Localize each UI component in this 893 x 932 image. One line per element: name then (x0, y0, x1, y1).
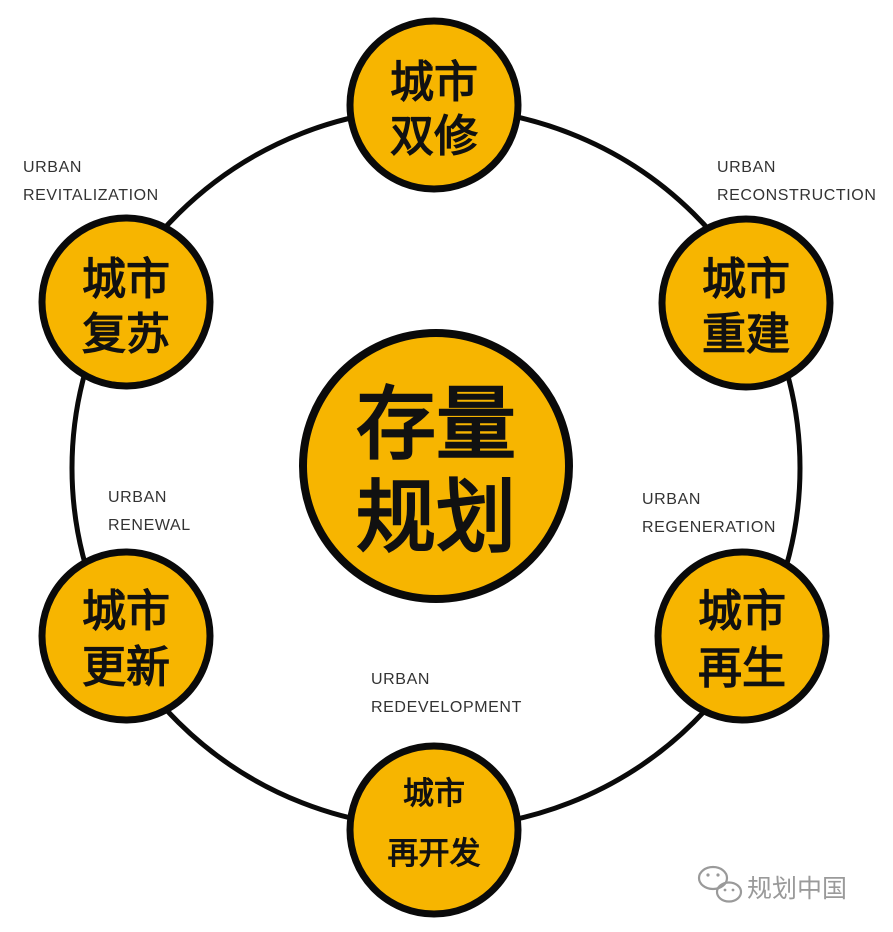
label-revitalization: URBAN REVITALIZATION (23, 159, 159, 204)
node-upper-right-line2: 重建 (702, 309, 790, 360)
center-title-line1: 存量 (356, 378, 516, 471)
node-top-circle (346, 17, 522, 193)
node-bottom: 城市 再开发 (346, 742, 522, 918)
node-upper-left-line2: 复苏 (82, 309, 170, 360)
node-upper-left-circle (38, 214, 214, 390)
label-redevelopment-line1: URBAN (371, 671, 430, 688)
node-top: 城市 双修 (346, 17, 522, 193)
node-upper-right-line1: 城市 (702, 254, 790, 305)
node-lower-right: 城市 再生 (654, 548, 830, 724)
label-reconstruction-line1: URBAN (717, 159, 776, 176)
node-upper-left: 城市 复苏 (38, 214, 214, 390)
node-lower-right-circle (654, 548, 830, 724)
label-revitalization-line1: URBAN (23, 159, 82, 176)
watermark: 规划中国 (697, 865, 847, 903)
label-renewal: URBAN RENEWAL (108, 489, 191, 534)
wechat-icon (697, 865, 743, 903)
label-redevelopment: URBAN REDEVELOPMENT (371, 671, 522, 716)
label-redevelopment-line2: REDEVELOPMENT (371, 699, 522, 716)
label-renewal-line2: RENEWAL (108, 517, 191, 534)
node-lower-left-line2: 更新 (82, 642, 170, 693)
label-regeneration-line2: REGENERATION (642, 519, 776, 536)
label-reconstruction: URBAN RECONSTRUCTION (717, 159, 877, 204)
node-lower-left-line1: 城市 (82, 586, 170, 637)
center-circle (299, 329, 573, 603)
label-regeneration-line1: URBAN (642, 491, 701, 508)
node-bottom-line2: 再开发 (388, 836, 481, 872)
label-regeneration: URBAN REGENERATION (642, 491, 776, 536)
label-renewal-line1: URBAN (108, 489, 167, 506)
node-lower-right-line2: 再生 (698, 643, 786, 694)
node-lower-right-line1: 城市 (698, 586, 786, 637)
node-top-line2: 双修 (390, 111, 479, 162)
node-bottom-line1: 城市 (403, 776, 465, 812)
node-upper-right-circle (658, 215, 834, 391)
center-title-line2: 规划 (356, 471, 516, 564)
node-lower-left: 城市 更新 (38, 548, 214, 724)
label-reconstruction-line2: RECONSTRUCTION (717, 187, 877, 204)
center-node: 存量 规划 (299, 329, 573, 603)
node-upper-left-line1: 城市 (82, 254, 170, 305)
watermark-text: 规划中国 (747, 874, 847, 903)
node-bottom-circle (346, 742, 522, 918)
node-lower-left-circle (38, 548, 214, 724)
label-revitalization-line2: REVITALIZATION (23, 187, 159, 204)
node-upper-right: 城市 重建 (658, 215, 834, 391)
node-top-line1: 城市 (390, 57, 478, 108)
